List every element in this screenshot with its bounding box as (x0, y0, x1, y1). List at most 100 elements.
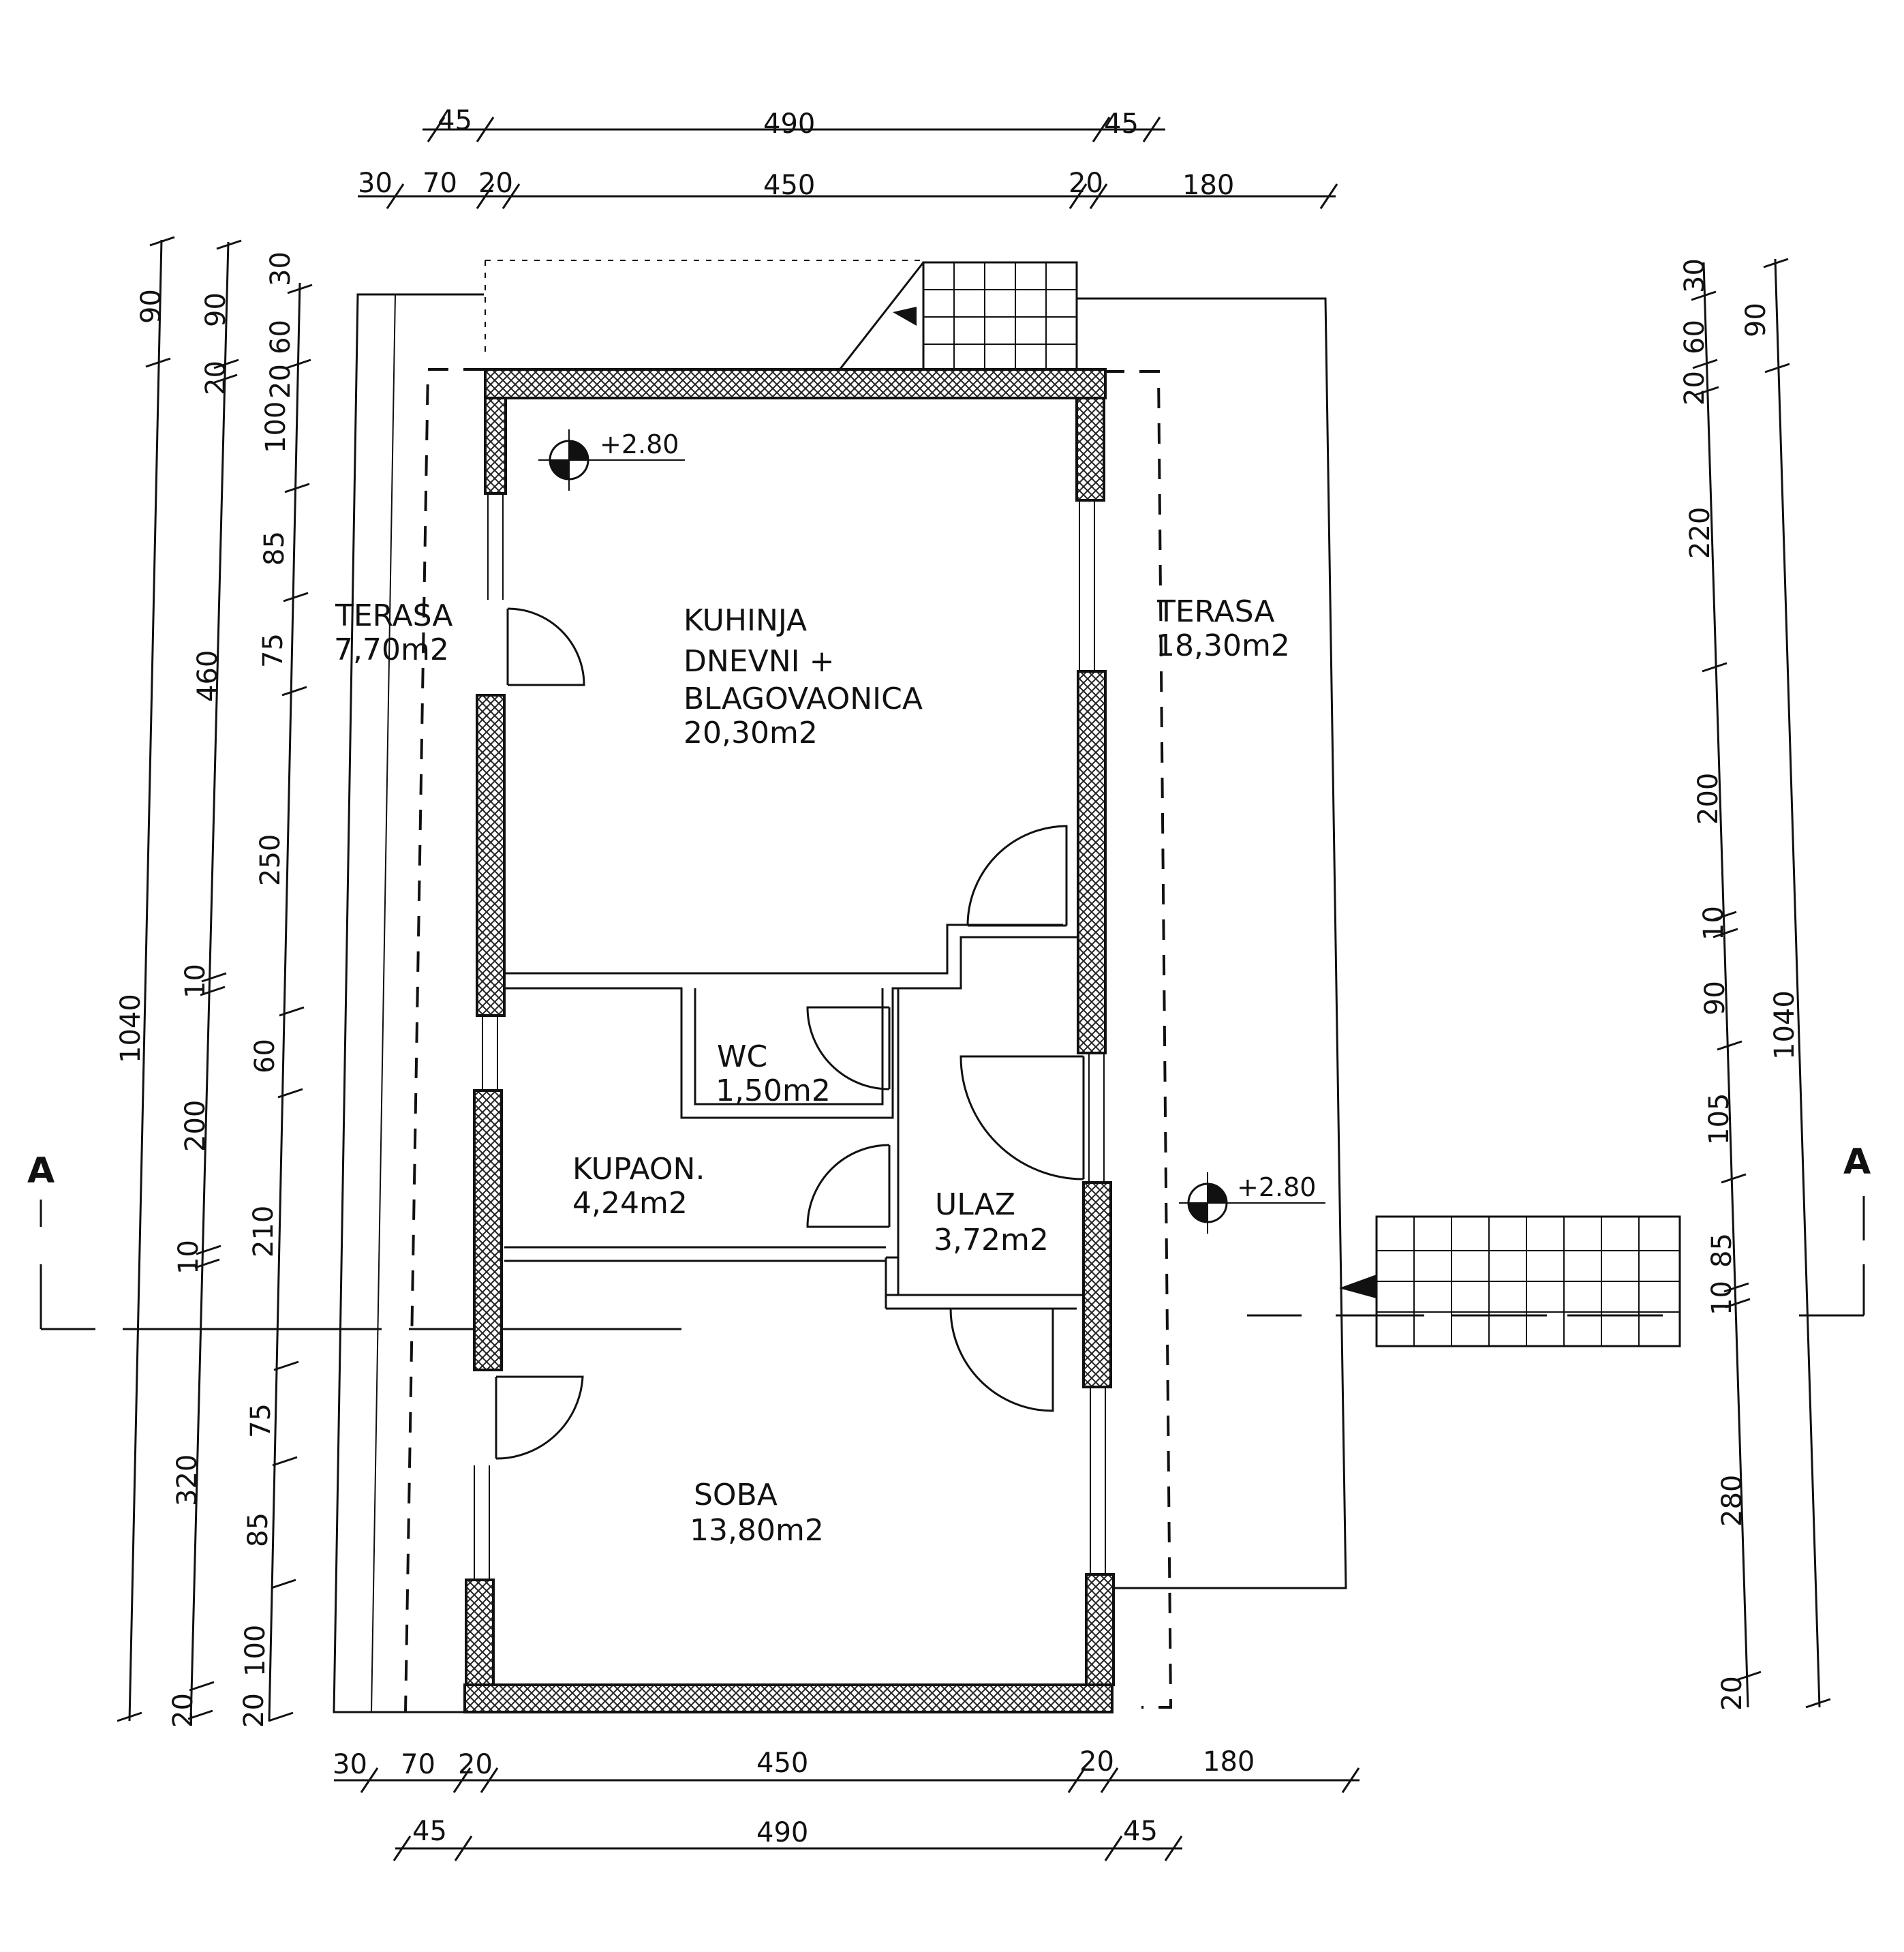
dim-left-1040: 1040 (115, 994, 147, 1063)
dim-left2-320: 320 (172, 1454, 203, 1506)
dim-right-60: 60 (1679, 320, 1710, 354)
section-mark-left: A (27, 1150, 55, 1191)
dim-left3-20: 20 (265, 364, 296, 399)
dim-right-1040: 1040 (1769, 990, 1800, 1060)
dim-right-90: 90 (1740, 303, 1772, 337)
dim-left2-10a: 10 (180, 964, 211, 998)
room-kuhinja-line1: KUHINJA (684, 603, 807, 638)
wall-right-2 (1077, 670, 1107, 1054)
dim-left2-20top: 20 (200, 361, 232, 395)
entry-stairs (1339, 1215, 1681, 1347)
entry-arrow-icon (1339, 1275, 1377, 1298)
wall-left-2 (476, 694, 506, 1017)
dim-top2-30: 30 (358, 168, 393, 199)
doors (495, 607, 1085, 1460)
bottom-dimensions: 30 70 20 450 20 180 45 490 45 (333, 1746, 1360, 1861)
dim-right-105: 105 (1704, 1093, 1735, 1145)
dim-left3-100b: 100 (240, 1625, 271, 1677)
section-line: A A (27, 1142, 1871, 1330)
room-kupaon-name: KUPAON. (572, 1152, 705, 1187)
level-marker-right: +2.80 (1179, 1172, 1325, 1234)
dim-bot2-490: 490 (756, 1817, 808, 1848)
room-terasa-right-area: 18,30m2 (1156, 628, 1290, 663)
dim-left2-90: 90 (200, 292, 232, 327)
dim-left2-10b: 10 (173, 1240, 204, 1275)
right-dimensions: 90 1040 30 60 20 220 200 10 90 105 85 10… (1679, 258, 1831, 1711)
dim-left3-85: 85 (259, 531, 290, 566)
dim-bot1-70: 70 (401, 1749, 435, 1780)
dim-top1-45a: 45 (437, 105, 472, 136)
dim-left3-20b: 20 (239, 1693, 270, 1728)
room-wc-name: WC (717, 1039, 767, 1074)
wall-right-3 (1082, 1181, 1112, 1388)
dim-bot2-45a: 45 (412, 1816, 447, 1847)
dim-top2-20a: 20 (478, 168, 513, 199)
dim-top2-20b: 20 (1069, 168, 1103, 199)
wall-right-4 (1085, 1573, 1115, 1686)
room-terasa-left-name: TERASA (335, 598, 452, 633)
section-mark-right: A (1843, 1142, 1871, 1183)
dim-left3-60: 60 (265, 320, 296, 354)
level-marker-top: +2.80 (538, 429, 685, 491)
dim-bot2-45b: 45 (1123, 1816, 1158, 1847)
dim-right-10a: 10 (1698, 906, 1730, 941)
dim-bot1-20a: 20 (458, 1749, 493, 1780)
windows (474, 493, 1106, 1580)
walls (463, 368, 1115, 1713)
room-kupaon-area: 4,24m2 (572, 1186, 688, 1221)
dim-right-200: 200 (1693, 773, 1724, 825)
dim-right-90b: 90 (1700, 981, 1731, 1016)
dim-left3-210: 210 (248, 1206, 279, 1257)
dim-right-20b: 20 (1717, 1676, 1748, 1711)
left-dimensions: 90 1040 90 20 460 10 200 10 320 20 30 (115, 236, 313, 1728)
dim-top2-70: 70 (423, 168, 457, 199)
dim-left3-85b: 85 (243, 1512, 274, 1547)
dim-top2-450: 450 (763, 170, 815, 201)
dim-right-85: 85 (1706, 1233, 1738, 1268)
room-kuhinja-line3: BLAGOVAONICA (684, 682, 923, 716)
dim-bot1-180: 180 (1203, 1746, 1255, 1778)
room-labels: KUHINJA DNEVNI + BLAGOVAONICA 20,30m2 TE… (334, 594, 1290, 1548)
dim-right-280: 280 (1717, 1475, 1748, 1527)
dim-left2-20: 20 (168, 1693, 199, 1728)
stair-arrow-icon (893, 307, 917, 326)
dim-left-90: 90 (136, 289, 167, 324)
dim-left3-100: 100 (260, 401, 292, 453)
room-soba-name: SOBA (694, 1478, 778, 1512)
dim-right-30: 30 (1679, 258, 1710, 293)
wall-left-4 (465, 1579, 495, 1686)
top-dimensions: 45 490 45 30 70 20 450 20 180 (358, 105, 1338, 209)
dim-right-220: 220 (1685, 507, 1716, 559)
dim-top1-45b: 45 (1104, 108, 1139, 140)
terrace-outlines (333, 260, 1347, 1713)
dim-bot1-450: 450 (756, 1748, 808, 1779)
dim-left3-60b: 60 (249, 1039, 281, 1073)
dim-top1-490: 490 (763, 108, 815, 140)
level-top: +2.80 (600, 429, 679, 459)
room-wc-area: 1,50m2 (716, 1073, 831, 1108)
room-terasa-left-area: 7,70m2 (334, 632, 449, 667)
dim-bot1-20b: 20 (1079, 1746, 1114, 1778)
dim-left2-200: 200 (180, 1100, 211, 1152)
dim-right-20: 20 (1679, 371, 1710, 406)
wall-right-1 (1075, 397, 1105, 502)
room-terasa-right-name: TERASA (1156, 594, 1274, 629)
wall-left-1 (484, 397, 507, 495)
dim-right-10b: 10 (1706, 1281, 1738, 1315)
dim-left2-460: 460 (192, 650, 224, 702)
room-ulaz-name: ULAZ (935, 1187, 1015, 1222)
dim-bot1-30: 30 (333, 1749, 367, 1780)
dim-top2-180: 180 (1182, 170, 1234, 201)
level-right: +2.80 (1237, 1172, 1316, 1202)
dim-left3-250: 250 (255, 834, 286, 886)
dim-left3-75: 75 (258, 633, 289, 668)
dim-left3-30: 30 (265, 251, 296, 286)
top-stairs (835, 261, 1078, 373)
wall-left-3 (473, 1089, 503, 1371)
room-soba-area: 13,80m2 (690, 1513, 824, 1548)
dim-left3-75b: 75 (245, 1403, 277, 1438)
room-kuhinja-line2: DNEVNI + (684, 644, 834, 679)
room-kuhinja-area: 20,30m2 (684, 716, 818, 750)
room-ulaz-area: 3,72m2 (934, 1223, 1049, 1257)
wall-top (484, 368, 1107, 399)
